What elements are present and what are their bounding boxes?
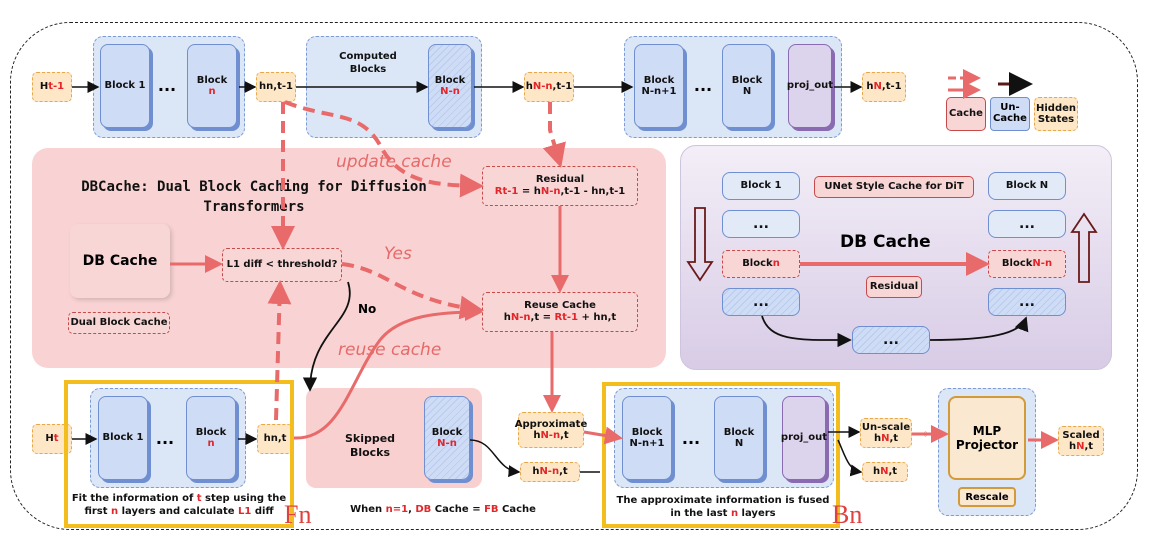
hidden-state-hn-t-1: hn,t-1	[256, 72, 296, 102]
ellipsis-bottom-1: ...	[155, 428, 175, 448]
skipped-blocks-label: Skipped Blocks	[344, 432, 396, 460]
update-cache-label: update cache	[336, 152, 452, 172]
block-N-n-1-bottom: Block N-n+1	[622, 396, 672, 480]
unet-block-1: Block 1	[722, 172, 800, 200]
bn-label: Bn	[832, 500, 863, 529]
block-N-n-1-top: Block N-n+1	[634, 44, 684, 128]
block-1-top: Block 1	[100, 44, 150, 128]
residual-box: Residual Rt-1 = hN-n,t-1 - hn,t-1	[482, 166, 638, 206]
block-N-top: Block N	[722, 44, 772, 128]
legend-uncache: Un- Cache	[990, 97, 1030, 131]
block-1-bottom: Block 1	[98, 396, 148, 480]
unet-db-cache-label: DB Cache	[840, 232, 931, 252]
when-caption: When n=1, DB Cache = FB Cache	[350, 504, 536, 515]
mlp-projector-box: MLP Projector	[948, 396, 1026, 480]
ellipsis-top-1: ...	[157, 75, 177, 95]
unet-dots-bottom: ...	[852, 326, 930, 354]
unet-residual-tag: Residual	[866, 276, 922, 298]
unet-block-N: Block N	[988, 172, 1066, 200]
hidden-state-h-t-1: H t-1	[32, 72, 72, 102]
db-cache-box: DB Cache	[70, 224, 170, 298]
block-N-bottom: Block N	[714, 396, 764, 480]
dual-block-cache-tag: Dual Block Cache	[68, 312, 170, 334]
unet-block-N-n: Block N-n	[988, 250, 1066, 278]
unet-dots-right-lower: ...	[988, 288, 1066, 316]
dbcache-title: DBCache: Dual Block Caching for Diffusio…	[81, 179, 427, 215]
diagram-boundary	[10, 22, 1138, 530]
reuse-cache-box: Reuse Cache hN-n,t = Rt-1 + hn,t	[482, 292, 638, 332]
bn-caption: The approximate information is fused in …	[616, 495, 830, 519]
ellipsis-top-2: ...	[693, 75, 713, 95]
no-label: No	[358, 302, 377, 316]
unet-dots-left-lower: ...	[722, 288, 800, 316]
l1-threshold-box: L1 diff < threshold?	[222, 248, 342, 282]
rescale-box: Rescale	[958, 487, 1016, 507]
unet-dots-left: ...	[722, 210, 800, 238]
yes-label: Yes	[384, 244, 412, 264]
reuse-cache-label: reuse cache	[338, 340, 442, 360]
unet-dots-right: ...	[988, 210, 1066, 238]
proj-out-top: proj_out	[787, 44, 833, 128]
computed-blocks-label: Computed Blocks	[339, 51, 397, 75]
proj-out-bottom: proj_out	[781, 396, 827, 480]
unet-block-n: Block n	[722, 250, 800, 278]
fn-caption: Fit the information of t step using the …	[71, 493, 287, 517]
legend-cache: Cache	[946, 97, 986, 131]
unet-title-tag: UNet Style Cache for DiT	[814, 176, 974, 198]
fn-highlight-frame	[64, 380, 294, 528]
fn-label: Fn	[284, 500, 312, 529]
ellipsis-bottom-2: ...	[681, 428, 701, 448]
legend-hidden-states: Hidden States	[1034, 97, 1078, 131]
